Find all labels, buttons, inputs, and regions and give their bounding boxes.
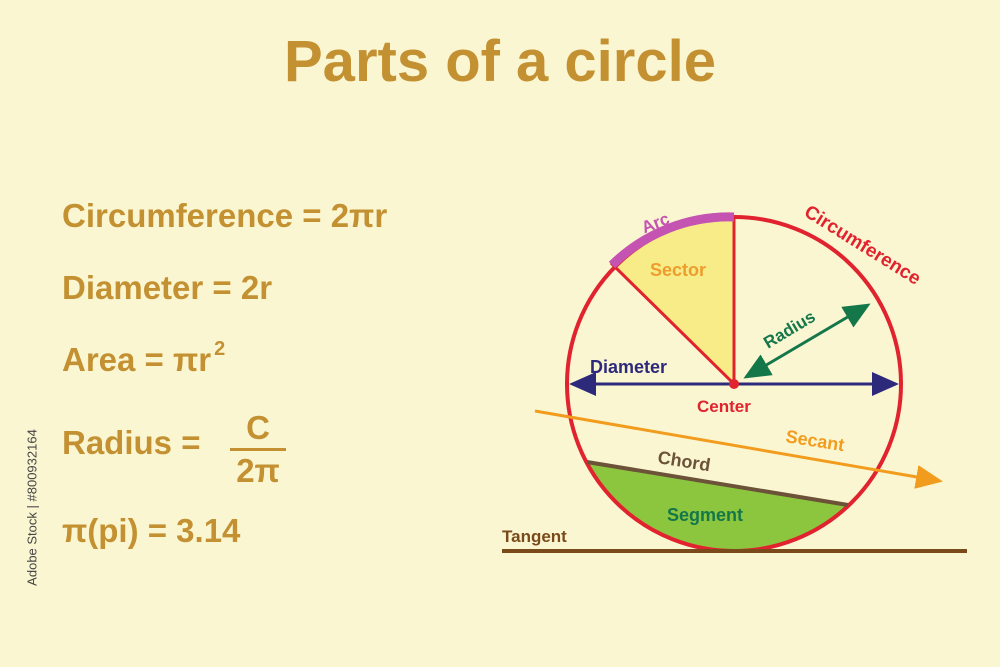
radius-formula-label: Radius =: [62, 424, 201, 461]
chord-line: [586, 460, 849, 507]
center-label: Center: [697, 397, 751, 416]
fraction-bar: [230, 448, 286, 451]
radius-label: Radius: [760, 307, 818, 352]
arc-highlight: [608, 212, 735, 269]
segment-label: Segment: [667, 505, 743, 525]
diameter-label: Diameter: [590, 357, 667, 377]
area-exponent: 2: [214, 338, 226, 360]
circumference-formula: Circumference = 2πr: [62, 197, 388, 234]
sector-label: Sector: [650, 260, 706, 280]
diameter-formula: Diameter = 2r: [62, 269, 273, 306]
radius-denominator: 2π: [236, 452, 280, 489]
tangent-label: Tangent: [502, 527, 567, 546]
page-title: Parts of a circle: [284, 29, 716, 94]
secant-line: [534, 409, 943, 489]
chord-label: Chord: [656, 447, 711, 475]
secant-label: Secant: [784, 426, 845, 455]
radius-fraction: C 2π: [230, 410, 286, 489]
area-formula-text: Area = πr: [62, 341, 212, 378]
radius-numerator: C: [246, 409, 270, 446]
radius-line: [743, 303, 871, 379]
center-point: [729, 379, 739, 389]
pi-formula: π(pi) = 3.14: [62, 512, 241, 549]
